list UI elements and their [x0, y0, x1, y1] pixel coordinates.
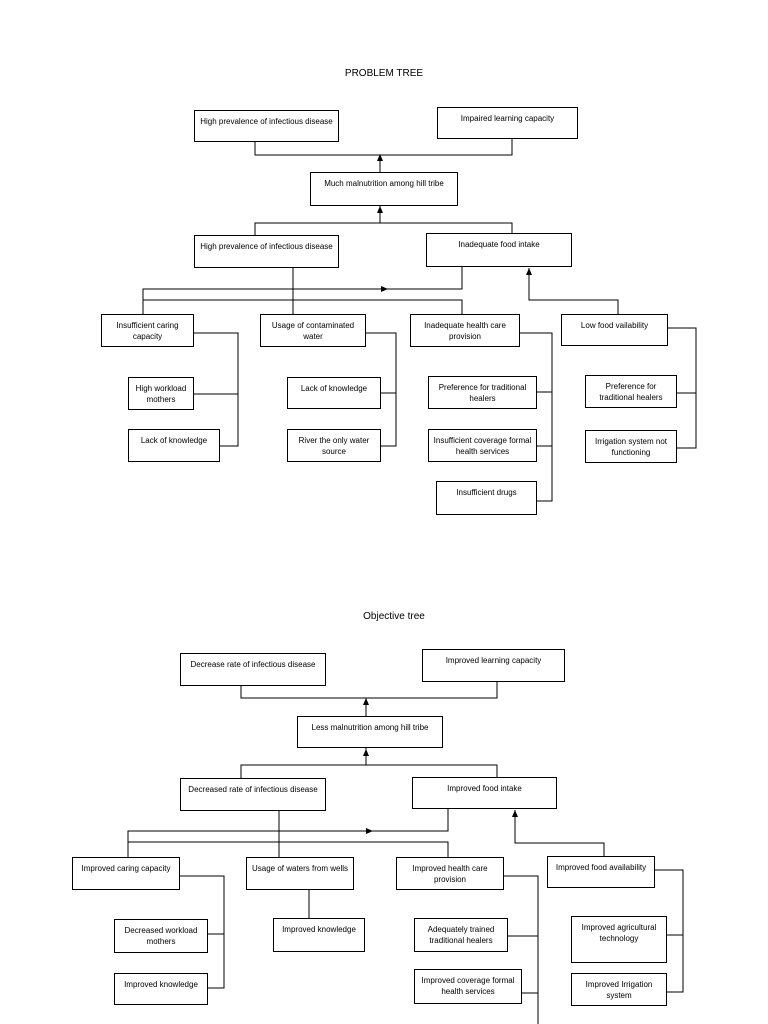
arrowhead [363, 749, 369, 756]
ot-food-sub-irrigation: Improved Irrigation system [571, 973, 667, 1006]
pt-caring-capacity: Insufficient caring capacity [101, 314, 194, 347]
ot-cause-disease: Decreased rate of infectious disease [180, 778, 326, 811]
pt-water-sub-river: River the only water source [287, 429, 381, 462]
ot-health-care: Improved health care provision [396, 857, 504, 890]
pt-health-sub-coverage: Insufficient coverage formal health serv… [428, 429, 537, 462]
pt-cause-food: Inadequate food intake [426, 233, 572, 267]
ot-caring-sub-workload: Decreased workload mothers [114, 919, 208, 953]
pt-core-problem: Much malnutrition among hill tribe [310, 172, 458, 206]
pt-health-sub-healers: Preference for traditional healers [428, 376, 537, 409]
arrowhead [366, 828, 373, 834]
ot-caring-capacity: Improved caring capacity [72, 857, 180, 890]
ot-food-availability: Improved food availability [547, 856, 655, 888]
pt-caring-sub-knowledge: Lack of knowledge [128, 429, 220, 462]
ot-water-wells: Usage of waters from wells [246, 857, 354, 890]
pt-food-availability: Low food vailability [561, 314, 668, 346]
pt-cause-disease: High prevalence of infectious disease [194, 235, 339, 268]
pt-food-sub-irrigation: Irrigation system not functioning [585, 430, 677, 463]
ot-health-sub-healers: Adequately trained traditional healers [414, 918, 508, 952]
arrowhead [526, 268, 532, 275]
pt-caring-sub-workload: High workload mothers [128, 377, 194, 410]
pt-effect-disease: High prevalence of infectious disease [194, 110, 339, 142]
arrowhead [363, 698, 369, 705]
pt-health-care: Inadequate health care provision [410, 314, 520, 347]
ot-water-sub-knowledge: Improved knowledge [273, 918, 365, 952]
pt-contaminated-water: Usage of contaminated water [260, 314, 366, 347]
ot-food-sub-agri: Improved agricultural technology [571, 916, 667, 963]
arrowhead [381, 286, 388, 292]
arrowhead [512, 810, 518, 817]
ot-health-sub-coverage: Improved coverage formal health services [414, 969, 522, 1004]
ot-cause-food: Improved food intake [412, 777, 557, 809]
ot-caring-sub-knowledge: Improved knowledge [114, 973, 208, 1005]
pt-water-sub-knowledge: Lack of knowledge [287, 377, 381, 409]
pt-health-sub-drugs: Insufficient drugs [436, 481, 537, 515]
objective-tree-title: Objective tree [363, 611, 425, 622]
arrowhead [377, 154, 383, 161]
pt-effect-learning: Impaired learning capacity [437, 107, 578, 139]
ot-effect-learning: Improved learning capacity [422, 649, 565, 682]
arrowhead [377, 206, 383, 213]
pt-food-sub-healers: Preference for traditional healers [585, 375, 677, 408]
problem-tree-title: PROBLEM TREE [344, 68, 424, 79]
ot-effect-disease: Decrease rate of infectious disease [180, 653, 326, 686]
ot-core-objective: Less malnutrition among hill tribe [297, 716, 443, 748]
